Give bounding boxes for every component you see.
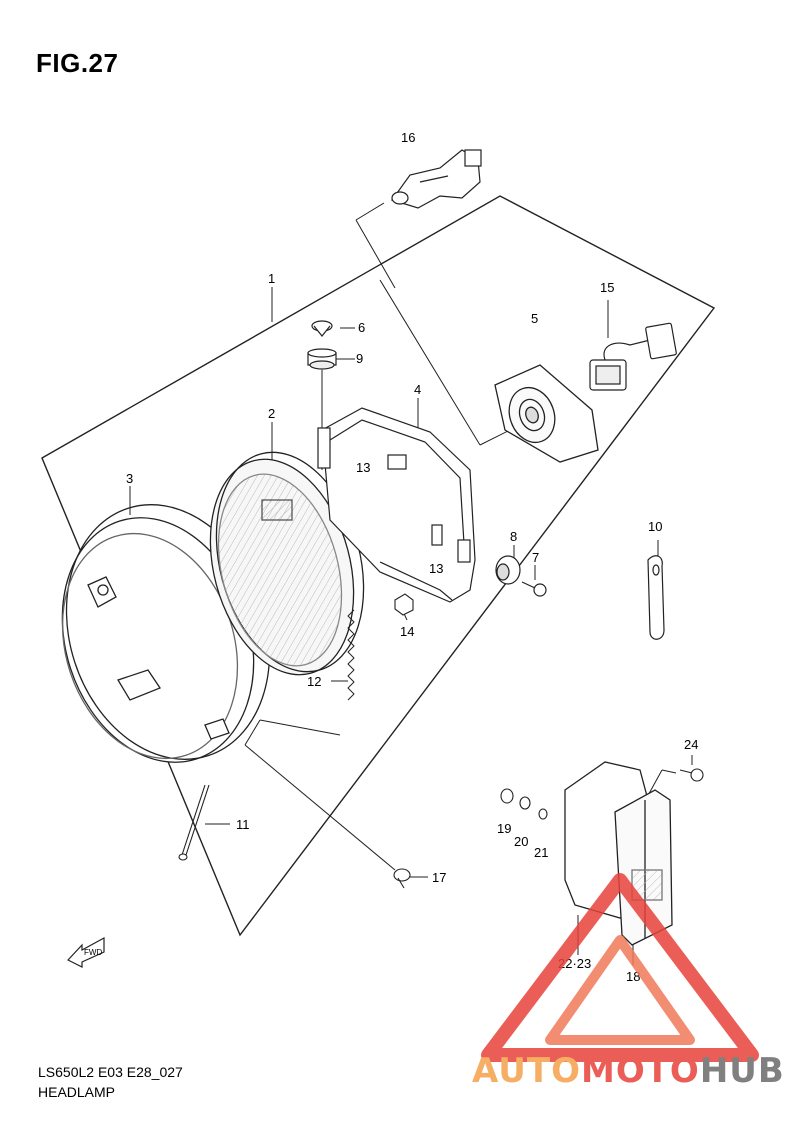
screw-17 [393,868,411,889]
callout-4: 4 [414,382,421,397]
callout-16: 16 [401,130,415,145]
bulb-cover [494,364,599,463]
grommet [307,348,337,370]
callout-9: 9 [356,351,363,366]
callout-13a: 13 [356,460,370,475]
headlamp-bulb [391,149,482,209]
headlamp-housing [317,407,476,603]
assembly-outline [41,195,716,937]
callout-15: 15 [600,280,614,295]
fwd-label: FWD [84,948,102,957]
nut [394,593,414,616]
callout-2: 2 [268,406,275,421]
callout-20: 20 [514,834,528,849]
callout-21: 21 [534,845,548,860]
figure-code: LS650L2 E03 E28_027 [38,1064,183,1080]
callout-1: 1 [268,271,275,286]
screw-24 [679,768,704,782]
fwd-arrow: FWD [67,936,105,968]
watermark-triangle-outer [481,873,759,1062]
callout-10: 10 [648,519,662,534]
callout-3: 3 [126,471,133,486]
strap [647,555,665,640]
callout-7: 7 [532,550,539,565]
callout-24: 24 [684,737,698,752]
cushion [495,555,521,585]
spring [347,609,355,701]
callout-17: 17 [432,870,446,885]
figure-title: FIG.27 [36,48,119,78]
callout-8: 8 [510,529,517,544]
bolt [521,581,547,597]
callout-14: 14 [400,624,414,639]
callout-19: 19 [497,821,511,836]
callout-11: 11 [236,817,250,832]
watermark-text: AUTOMOTOHUB [472,1051,785,1091]
callout-6: 6 [358,320,365,335]
callout-5: 5 [531,311,538,326]
figure-name: HEADLAMP [38,1084,116,1100]
bulb-socket [589,322,677,391]
callout-12: 12 [307,674,321,689]
adjusting-screw [178,784,210,861]
watermark-logo: AUTOMOTOHUB [472,873,785,1091]
callout-13b: 13 [429,561,443,576]
watermark-triangle-inner [545,935,695,1045]
screw [311,320,333,337]
headlamp-unit [209,451,365,676]
washers [500,788,548,820]
